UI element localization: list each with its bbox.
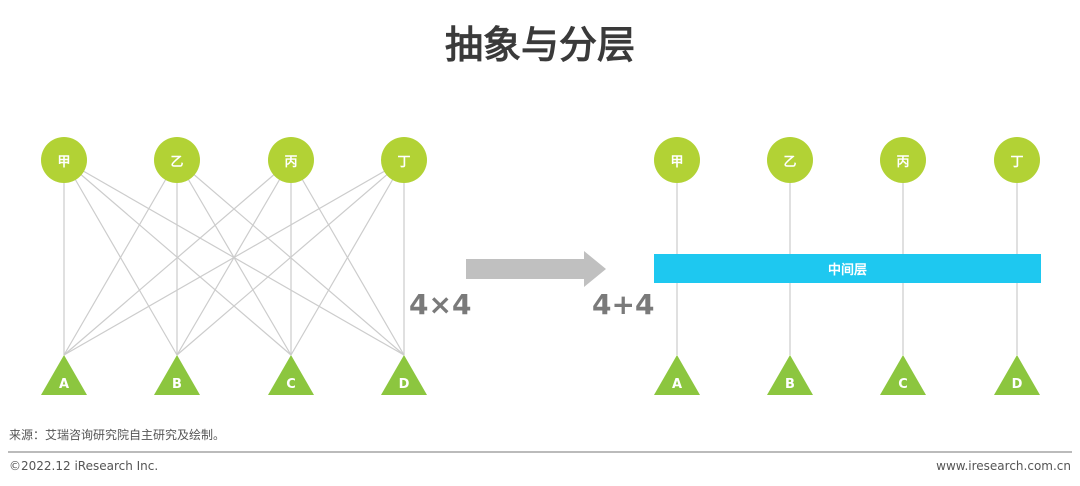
- copyright: ©2022.12 iResearch Inc.: [9, 459, 159, 473]
- triangle-shape: [767, 355, 813, 395]
- triangle-shape: [154, 355, 200, 395]
- source-note: 来源：艾瑞咨询研究院自主研究及绘制。: [9, 428, 226, 442]
- bottom-node-label: B: [785, 377, 795, 392]
- bottom-node-left: B: [154, 355, 200, 395]
- top-node-left: 丁: [381, 137, 427, 183]
- triangle-shape: [381, 355, 427, 395]
- bottom-node-label: D: [1011, 377, 1023, 392]
- connection-line: [290, 159, 405, 356]
- middle-layer-bar: 中间层: [654, 254, 1041, 283]
- right-arrow-icon: [466, 251, 606, 287]
- bottom-node-label: A: [58, 377, 70, 392]
- page-title: 抽象与分层: [444, 23, 635, 67]
- top-node-right: 丙: [880, 137, 926, 183]
- bottom-node-right: B: [767, 355, 813, 395]
- website: www.iresearch.com.cn: [936, 459, 1071, 473]
- triangle-shape: [880, 355, 926, 395]
- triangle-shape: [994, 355, 1040, 395]
- connection-line: [63, 159, 405, 356]
- triangle-shape: [654, 355, 700, 395]
- top-node-left: 甲: [41, 137, 87, 183]
- connection-line: [176, 159, 405, 356]
- triangle-shape: [41, 355, 87, 395]
- bottom-node-label: B: [172, 377, 182, 392]
- bottom-node-left: A: [41, 355, 87, 395]
- bottom-node-left: C: [268, 355, 314, 395]
- bottom-node-label: A: [671, 377, 683, 392]
- bottom-node-right: A: [654, 355, 700, 395]
- right-formula: 4+4: [592, 288, 655, 321]
- bottom-node-left: D: [381, 355, 427, 395]
- top-node-right: 乙: [767, 137, 813, 183]
- bottom-node-label: C: [286, 377, 296, 392]
- top-node-left: 丙: [268, 137, 314, 183]
- connection-line: [63, 159, 178, 356]
- triangle-shape: [268, 355, 314, 395]
- top-node-right: 甲: [654, 137, 700, 183]
- top-node-left: 乙: [154, 137, 200, 183]
- bottom-node-right: C: [880, 355, 926, 395]
- bottom-node-label: D: [398, 377, 410, 392]
- top-node-right: 丁: [994, 137, 1040, 183]
- footer-divider: [8, 451, 1072, 453]
- connection-line: [63, 159, 292, 356]
- bottom-node-right: D: [994, 355, 1040, 395]
- left-formula: 4×4: [409, 288, 472, 321]
- bottom-node-label: C: [898, 377, 908, 392]
